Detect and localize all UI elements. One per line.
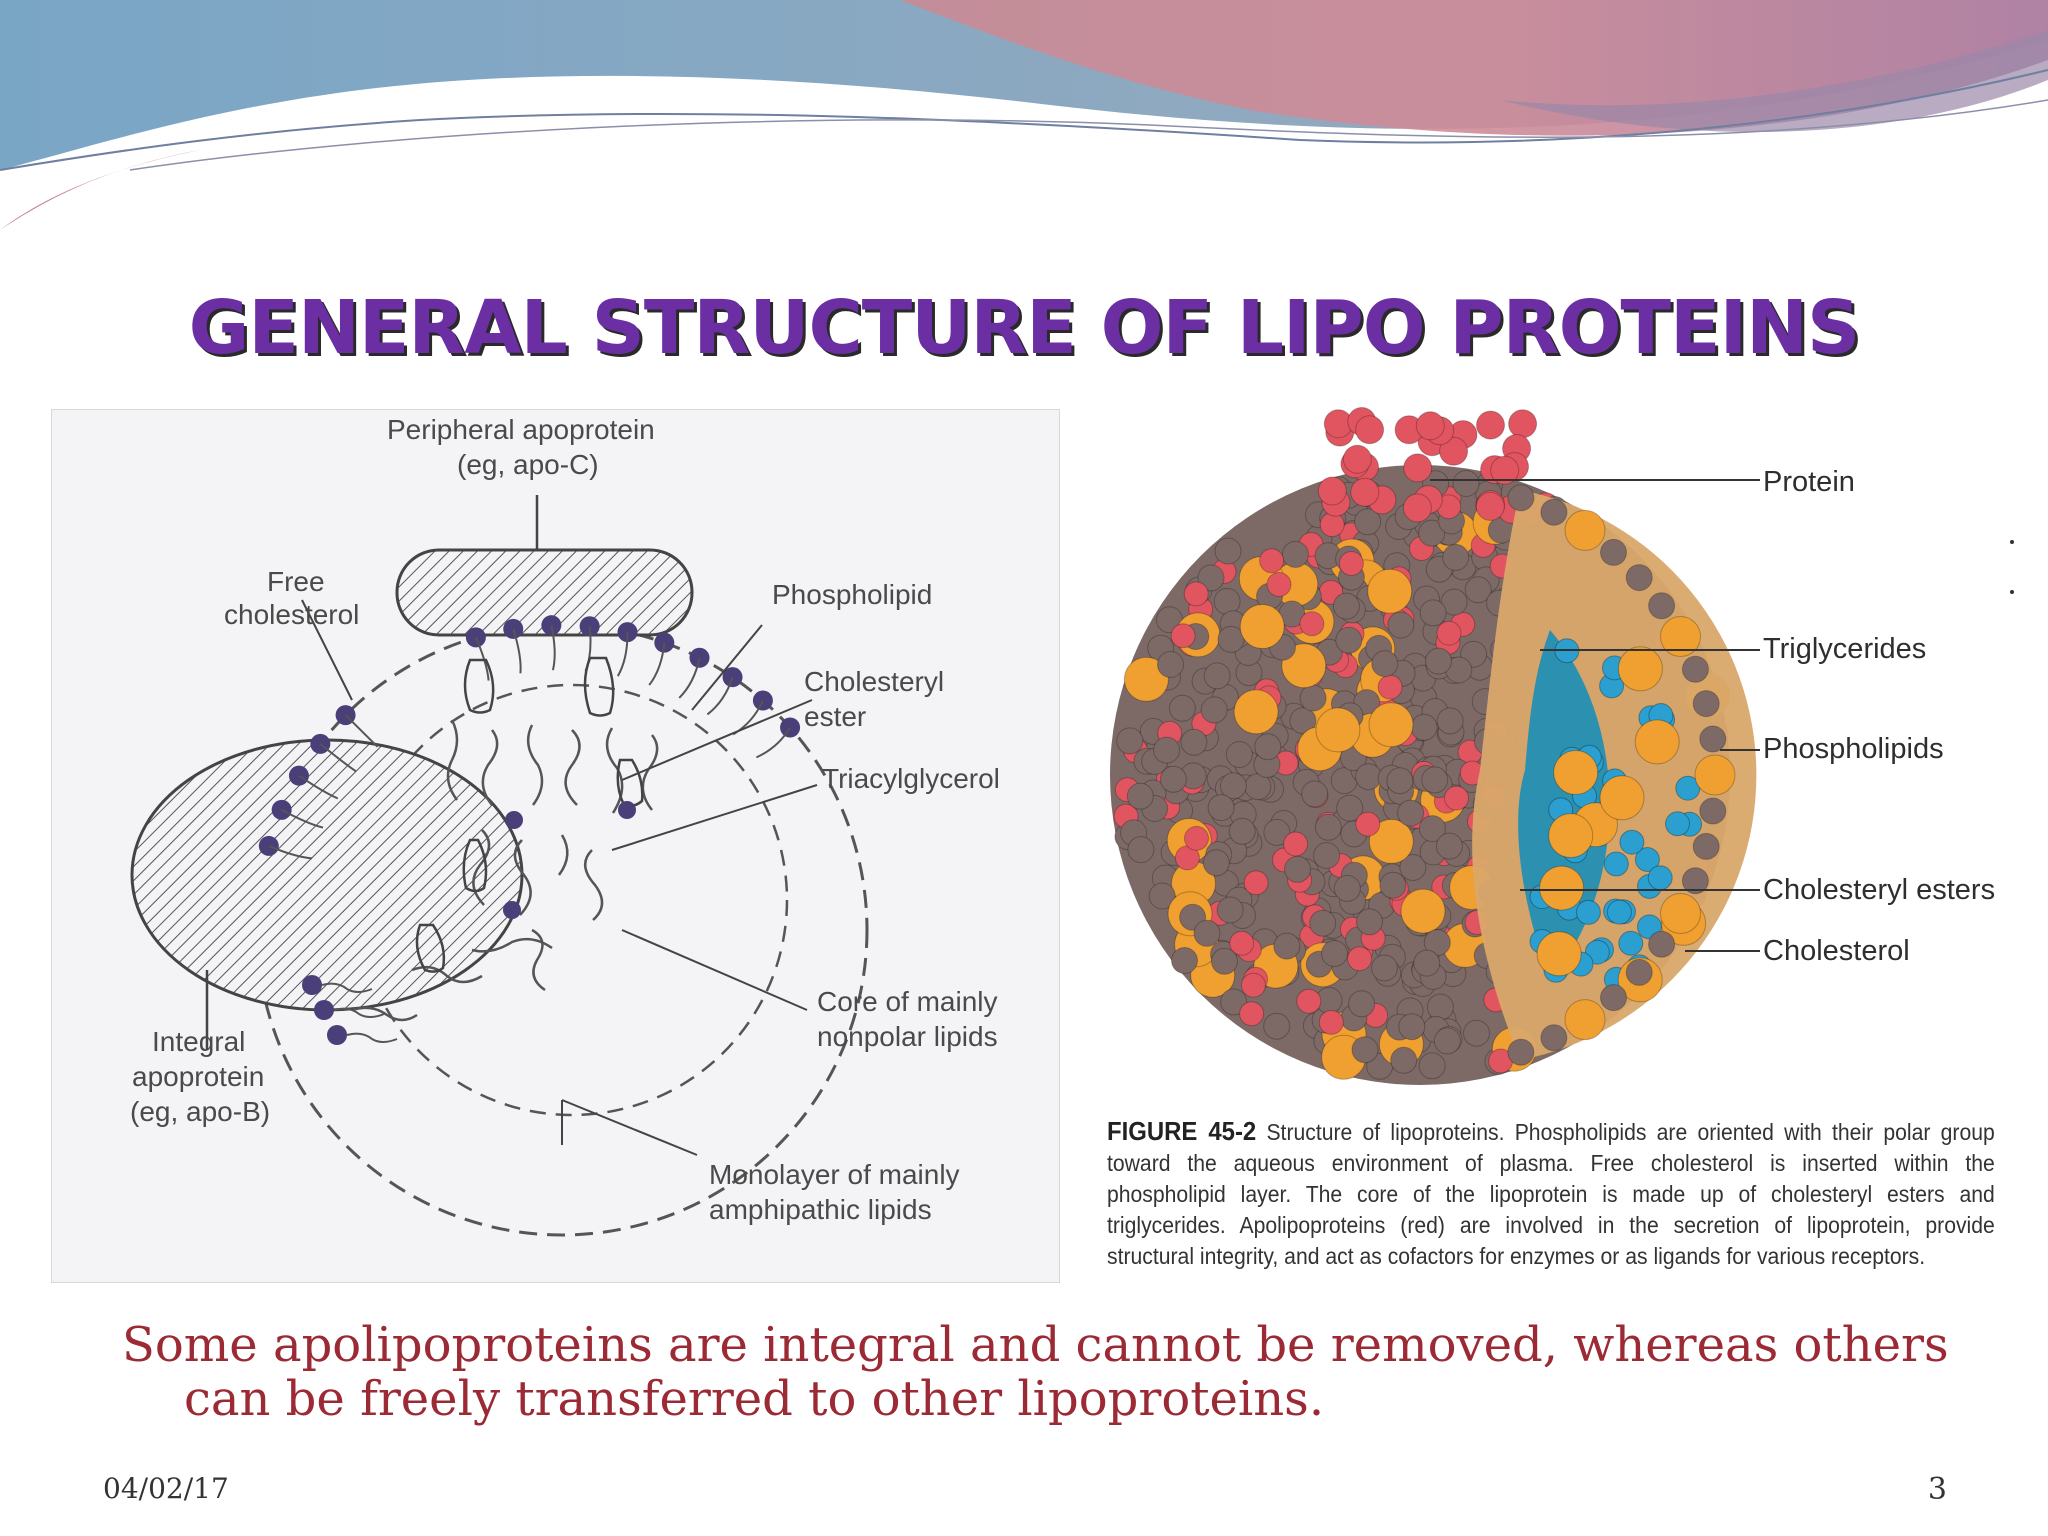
label-monolayer-1: Monolayer of mainly (709, 1159, 960, 1190)
decorative-dot (2010, 590, 2014, 594)
label-integral-3: (eg, apo-B) (130, 1096, 271, 1127)
header-banner (0, 0, 2048, 230)
figure-caption: FIGURE 45-2 Structure of lipoproteins. P… (1107, 1116, 1995, 1272)
label-cholesteryl-ester-2: ester (804, 701, 867, 732)
label-free-cholesterol-2: cholesterol (224, 599, 360, 630)
label-cholesteryl-esters: Cholesteryl esters (1763, 874, 1996, 906)
schematic-drawing (130, 495, 869, 1237)
label-integral-2: apoprotein (132, 1061, 265, 1092)
figure-caption-text: Structure of lipoproteins. Phospholipids… (1107, 1119, 1995, 1269)
label-phospholipids: Phospholipids (1763, 733, 1944, 765)
slide-page-number: 3 (1927, 1472, 1947, 1507)
label-protein: Protein (1763, 466, 1855, 498)
label-cholesteryl-ester-1: Cholesteryl (804, 666, 945, 697)
label-core-1: Core of mainly (817, 986, 998, 1017)
label-core-2: nonpolar lipids (817, 1021, 998, 1052)
label-peripheral-apoprotein-eg: (eg, apo-C) (457, 449, 599, 480)
decorative-dot (2010, 540, 2014, 544)
label-peripheral-apoprotein: Peripheral apoprotein (387, 414, 655, 445)
label-cholesterol: Cholesterol (1763, 935, 1910, 967)
lipoprotein-sphere (1110, 407, 1760, 1085)
slide-footnote: Some apolipoproteins are integral and ca… (122, 1317, 1949, 1427)
label-triacylglycerol: Triacylglycerol (822, 763, 1000, 794)
phospholipid-heads (258, 615, 801, 860)
label-monolayer-2: amphipathic lipids (709, 1194, 932, 1225)
slide-date: 04/02/17 (103, 1472, 229, 1505)
label-triglycerides: Triglycerides (1763, 633, 1927, 665)
label-phospholipid: Phospholipid (772, 579, 933, 610)
lipoprotein-3d-diagram: Protein Triglycerides Phospholipids Chol… (1080, 400, 2030, 1100)
peripheral-apoprotein-shape (395, 548, 694, 637)
label-free-cholesterol-1: Free (267, 566, 325, 597)
figure-caption-label: FIGURE 45-2 (1107, 1116, 1257, 1146)
slide-title: GENERAL STRUCTURE OF LIPO PROTEINS (188, 285, 1861, 371)
lipoprotein-schematic-diagram: Peripheral apoprotein (eg, apo-C) Free c… (51, 409, 1060, 1283)
label-integral-1: Integral (152, 1026, 246, 1057)
